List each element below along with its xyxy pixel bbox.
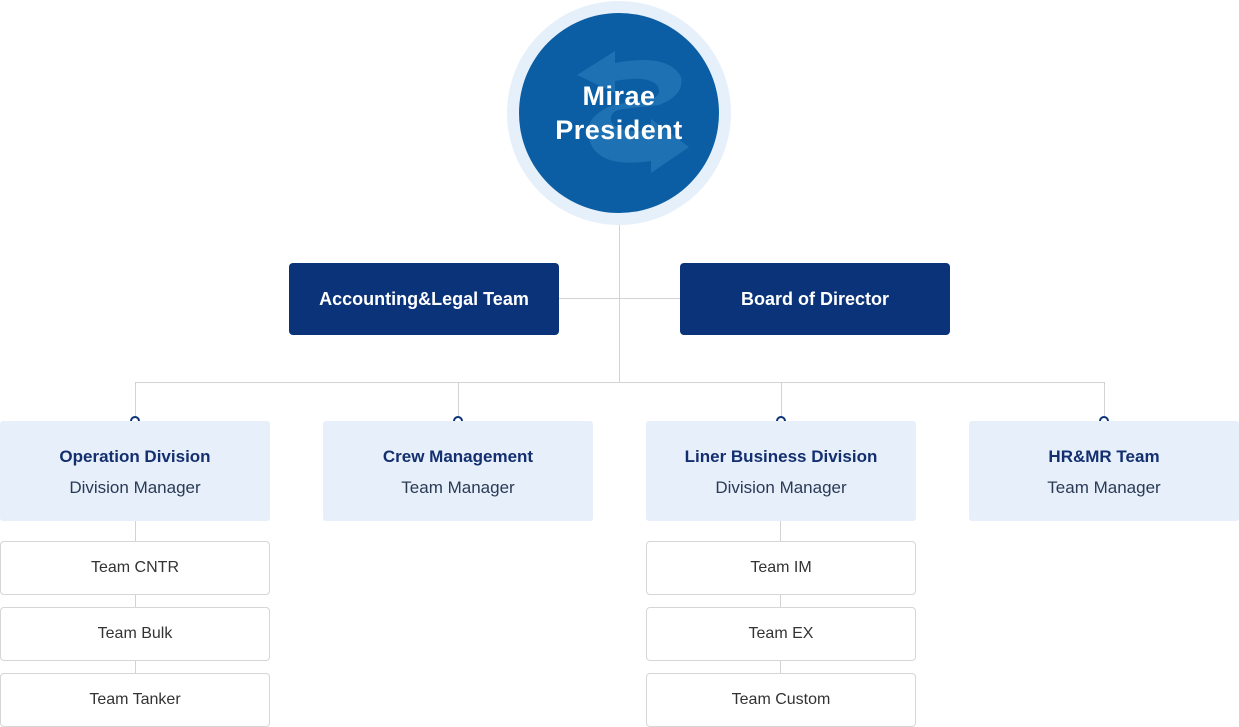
president-name: Mirae — [582, 81, 656, 111]
liner-business-division-box[interactable]: Liner Business Division Division Manager — [646, 421, 916, 521]
connector-drop-3 — [781, 382, 782, 418]
connector-division-horizontal — [135, 382, 1105, 383]
president-role: President — [555, 115, 683, 145]
team-label: Team Tanker — [89, 691, 181, 708]
division-title: Operation Division — [59, 447, 211, 466]
team-tanker-box[interactable]: Team Tanker — [0, 673, 270, 727]
team-custom-box[interactable]: Team Custom — [646, 673, 916, 727]
crew-management-box[interactable]: Crew Management Team Manager — [323, 421, 593, 521]
accounting-legal-team-label: Accounting&Legal Team — [319, 288, 529, 309]
division-title: HR&MR Team — [1048, 447, 1160, 466]
team-label: Team Custom — [731, 691, 831, 708]
team-ex-box[interactable]: Team EX — [646, 607, 916, 661]
president-title: Mirae President — [555, 79, 683, 147]
division-subtitle: Division Manager — [715, 478, 847, 497]
connector-drop-4 — [1104, 382, 1105, 418]
operation-division-box[interactable]: Operation Division Division Manager — [0, 421, 270, 521]
connector-team-vertical-1 — [135, 521, 136, 681]
team-im-box[interactable]: Team IM — [646, 541, 916, 595]
connector-drop-2 — [458, 382, 459, 418]
accounting-legal-team-box[interactable]: Accounting&Legal Team — [289, 263, 559, 335]
connector-vertical-main — [619, 225, 620, 382]
connector-drop-1 — [135, 382, 136, 418]
board-of-director-box[interactable]: Board of Director — [680, 263, 950, 335]
team-cntr-box[interactable]: Team CNTR — [0, 541, 270, 595]
connector-staff-horizontal — [559, 298, 680, 299]
division-subtitle: Team Manager — [401, 478, 515, 497]
team-bulk-box[interactable]: Team Bulk — [0, 607, 270, 661]
division-title: Liner Business Division — [684, 447, 878, 466]
president-circle: Mirae President — [519, 13, 719, 213]
hr-mr-team-box[interactable]: HR&MR Team Team Manager — [969, 421, 1239, 521]
team-label: Team IM — [750, 559, 812, 576]
team-label: Team Bulk — [97, 625, 173, 642]
division-subtitle: Team Manager — [1047, 478, 1161, 497]
division-title: Crew Management — [382, 447, 534, 466]
connector-team-vertical-3 — [780, 521, 781, 681]
team-label: Team EX — [748, 625, 814, 642]
division-subtitle: Division Manager — [69, 478, 201, 497]
board-of-director-label: Board of Director — [740, 288, 890, 309]
company-logo-icon — [577, 51, 689, 173]
team-label: Team CNTR — [90, 559, 179, 576]
